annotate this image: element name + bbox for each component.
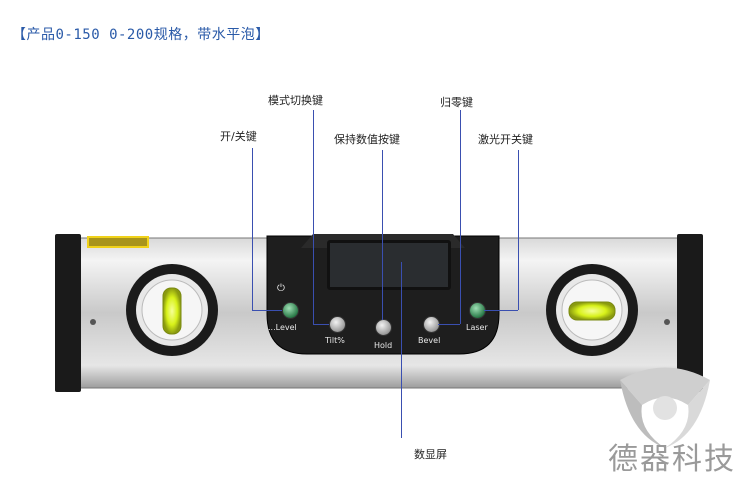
- leader-line-laser-h: [484, 310, 518, 311]
- lcd-display: [327, 240, 451, 290]
- power-icon: ⏻: [277, 283, 285, 294]
- leader-line-hold: [382, 150, 383, 320]
- callout-hold: 保持数值按键: [334, 133, 400, 146]
- hold-button[interactable]: [375, 319, 392, 336]
- leader-line-power-h: [252, 310, 282, 311]
- callout-power: 开/关键: [220, 130, 257, 143]
- level-button-label: ...Level: [268, 323, 297, 332]
- leader-line-mode: [313, 110, 314, 324]
- page-title: 【产品0-150 0-200规格，带水平泡】: [12, 27, 270, 43]
- laser-button-label: Laser: [466, 323, 488, 332]
- company-logo-icon: [620, 367, 710, 448]
- leader-line-mode-h: [313, 324, 329, 325]
- hold-button-label: Hold: [374, 341, 393, 350]
- callout-display: 数显屏: [414, 448, 447, 461]
- tilt-button-label: Tilt%: [325, 336, 345, 345]
- callout-laser: 激光开关键: [478, 133, 533, 146]
- brand-watermark: 德器科技: [608, 442, 736, 477]
- leader-line-zero: [460, 110, 461, 324]
- tilt-button[interactable]: [329, 316, 346, 333]
- leader-line-zero-h: [438, 324, 460, 325]
- leader-line-laser: [518, 150, 519, 310]
- leader-line-power: [252, 148, 253, 310]
- bevel-button-label: Bevel: [418, 336, 441, 345]
- callout-mode: 模式切换键: [268, 94, 323, 107]
- callout-zero: 归零键: [440, 96, 473, 109]
- power-button[interactable]: [282, 302, 299, 319]
- leader-line-display: [401, 262, 402, 438]
